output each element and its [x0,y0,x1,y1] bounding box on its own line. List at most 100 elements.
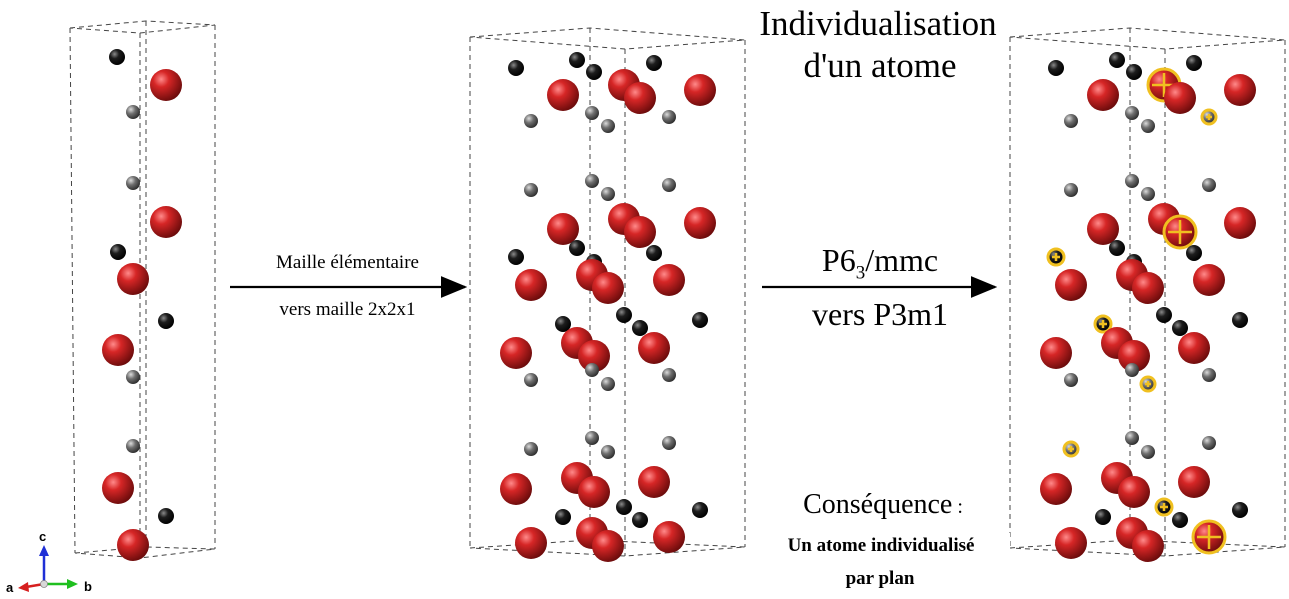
space-group-main: P6 [821,242,856,278]
red-atom [684,74,716,106]
red-atom [547,213,579,245]
grey-atom [1141,445,1155,459]
consequence-line1: Un atome individualisé [752,533,1010,559]
black-atom [1109,52,1125,68]
red-atom [1118,476,1150,508]
supercell-atoms [500,52,716,562]
grey-atom [662,368,676,382]
grey-atom [1141,187,1155,201]
p3m1-atoms [1040,52,1256,562]
grey-atom [662,178,676,192]
black-atom [632,320,648,336]
consequence-title: Conséquence : [758,488,1008,524]
step2-label-top: P63/mmc [770,242,990,284]
red-atom [150,69,182,101]
black-atom [646,245,662,261]
axis-label-b: b [84,579,92,594]
red-atom [1132,272,1164,304]
red-atom [653,521,685,553]
grey-atom [1141,119,1155,133]
grey-atom [585,106,599,120]
individualized-mark [1168,220,1192,244]
grey-atom [585,363,599,377]
red-atom [1132,530,1164,562]
black-atom [569,52,585,68]
red-atom [1055,527,1087,559]
red-atom [1224,207,1256,239]
black-atom [1095,509,1111,525]
grey-atom [1202,436,1216,450]
black-atom [569,240,585,256]
red-atom [1040,473,1072,505]
black-atom [692,502,708,518]
grey-atom [1202,368,1216,382]
red-atom [117,263,149,295]
red-atom [500,473,532,505]
individualized-mark [1068,446,1074,452]
red-atom [684,207,716,239]
black-atom [1126,64,1142,80]
red-atom [547,79,579,111]
grey-atom [126,176,140,190]
black-atom [692,312,708,328]
black-atom [646,55,662,71]
step1-label-bottom: vers maille 2x2x1 [279,299,416,320]
red-atom [624,82,656,114]
red-atom [117,529,149,561]
individualized-mark [1052,253,1060,261]
black-atom [1109,240,1125,256]
black-atom [1048,60,1064,76]
space-group-rest: /mmc [865,242,939,278]
red-atom [1040,337,1072,369]
red-atom [1118,340,1150,372]
red-atom [1224,74,1256,106]
title-line1: Individualisation [752,4,1004,44]
grey-atom [601,119,615,133]
black-atom [158,508,174,524]
grey-atom [662,110,676,124]
grey-atom [1064,183,1078,197]
axis-label-c: c [39,529,47,544]
grey-atom [662,436,676,450]
red-atom [1178,332,1210,364]
black-atom [109,49,125,65]
grey-atom [126,439,140,453]
grey-atom [1125,174,1139,188]
grey-atom [601,377,615,391]
red-atom [638,466,670,498]
red-atom [515,269,547,301]
black-atom [1232,502,1248,518]
title-line2: d'un atome [780,46,980,86]
red-atom [102,472,134,504]
black-atom [1156,307,1172,323]
grey-atom [524,442,538,456]
red-atom [592,530,624,562]
red-atom [624,216,656,248]
grey-atom [1064,373,1078,387]
step2-label-bottom: vers P3m1 [812,296,948,332]
grey-atom [585,431,599,445]
grey-atom [1064,114,1078,128]
black-atom [508,60,524,76]
black-atom [110,244,126,260]
black-atom [616,499,632,515]
red-atom [638,332,670,364]
black-atom [616,307,632,323]
red-atom [1087,79,1119,111]
grey-atom [585,174,599,188]
red-atom [1087,213,1119,245]
black-atom [1232,312,1248,328]
individualized-mark [1206,114,1212,120]
grey-atom [524,183,538,197]
grey-atom [601,187,615,201]
grey-atom [126,370,140,384]
black-atom [1186,245,1202,261]
step1-label-top: Maille élémentaire [276,252,419,273]
individualized-mark [1160,503,1168,511]
black-atom [1172,320,1188,336]
grey-atom [1125,431,1139,445]
axis-indicator [18,545,78,592]
black-atom [1172,512,1188,528]
red-atom [150,206,182,238]
